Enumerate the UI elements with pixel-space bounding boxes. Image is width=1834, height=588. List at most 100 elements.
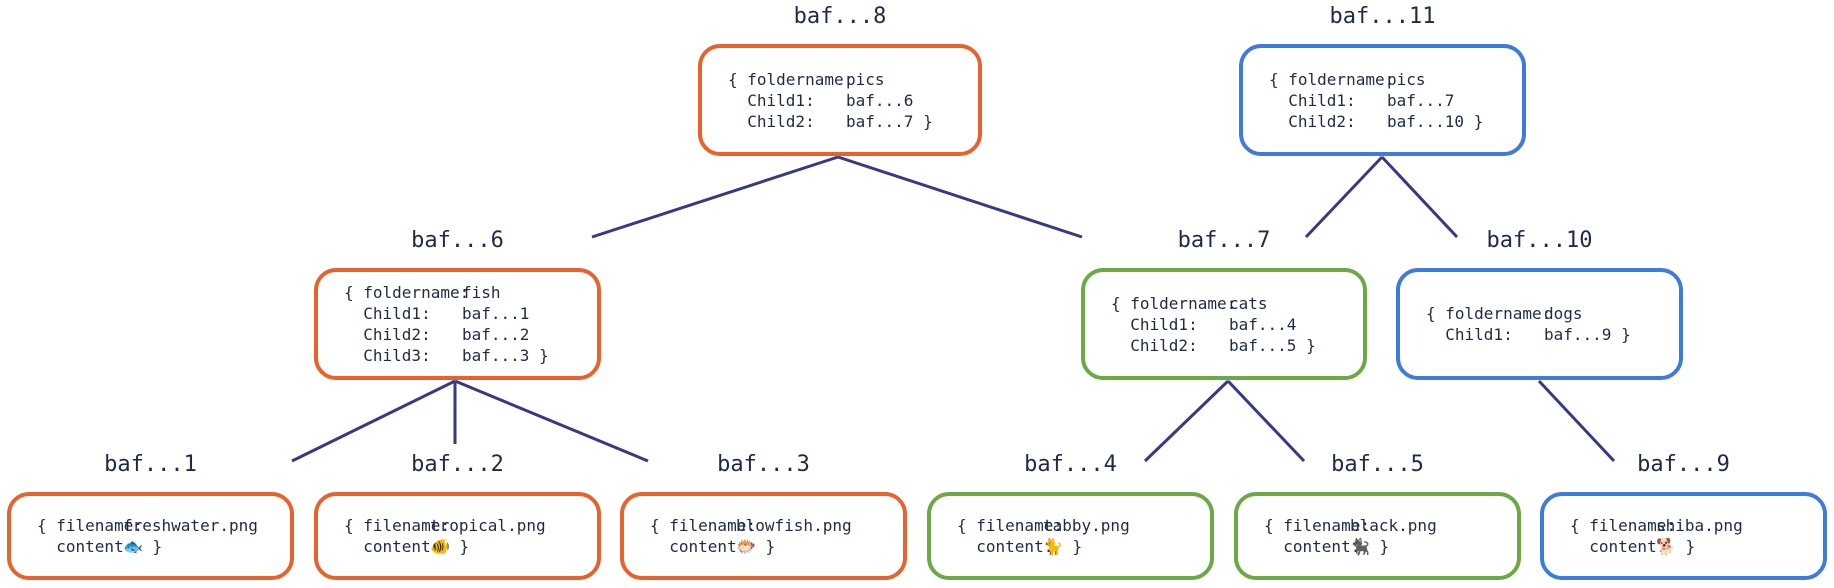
node-box: { foldername:dogs Child1:baf...9 } — [1396, 268, 1683, 380]
node-box: { filename:blowfish.png content:🐡 } — [620, 492, 907, 580]
node-field-row: { foldername:dogs — [1426, 303, 1679, 324]
field-key: { filename: — [1570, 516, 1676, 535]
field-value: baf...4 — [1229, 314, 1297, 334]
node-n1: baf...1 { filename:freshwater.png content… — [7, 452, 294, 580]
node-cid-label: baf...10 — [1486, 228, 1593, 253]
field-key: { filename: — [1264, 516, 1370, 535]
node-field-row: { filename:freshwater.png — [37, 515, 290, 536]
field-key: Child2: — [1269, 111, 1356, 131]
field-key: content: — [1570, 537, 1667, 556]
edge-n8-n6 — [591, 155, 839, 239]
node-box: { filename:freshwater.png content:🐟 } — [7, 492, 294, 580]
field-value: baf...10 } — [1387, 111, 1484, 131]
edge-n8-n7 — [837, 155, 1083, 239]
field-value: fish — [462, 283, 501, 302]
node-n5: baf...5 { filename:black.png content:🐈‍⬛ … — [1234, 452, 1521, 580]
field-value: blowfish.png — [736, 516, 852, 535]
field-key: Child3: — [344, 346, 431, 365]
node-box: { foldername:cats Child1: baf...4 Child2:… — [1081, 268, 1367, 380]
field-key: content: — [344, 537, 441, 556]
node-n6: baf...6{ foldername:fish Child1:baf...1 … — [314, 228, 601, 380]
node-n11: baf...11 { foldername:pics Child1: baf...7… — [1239, 4, 1526, 156]
node-field-row: Child1: baf...6 — [728, 90, 978, 111]
node-box: { foldername:pics Child1:baf...6 Child2:… — [698, 44, 982, 156]
node-field-row: Child2: baf...5 } — [1111, 335, 1363, 356]
node-field-row: { filename:tabby.png — [957, 515, 1210, 536]
field-value: baf...2 — [462, 325, 530, 344]
node-field-row: Child2:baf...2 — [344, 324, 597, 345]
field-key: Child1: — [1426, 325, 1513, 344]
node-box: { filename:tabby.png content:🐈 } — [927, 492, 1214, 580]
field-key: Child2: — [1111, 335, 1198, 355]
field-key: { filename: — [37, 516, 143, 535]
field-value: 🐕 } — [1656, 537, 1696, 556]
node-n9: baf...9{ filename:shiba.png content:🐕 } — [1540, 452, 1827, 580]
field-value: baf...7 — [1387, 90, 1455, 110]
node-field-row: content:🐕 } — [1570, 536, 1823, 557]
node-field-row: Child2: baf...7 } — [728, 111, 978, 132]
field-value: 🐠 } — [430, 537, 470, 556]
field-value: tabby.png — [1043, 516, 1130, 535]
node-field-row: { foldername:fish — [344, 282, 597, 303]
node-cid-label: baf...8 — [793, 4, 887, 29]
node-field-row: content:🐡 } — [650, 536, 903, 557]
edge-n7-n5 — [1226, 379, 1306, 463]
node-box: { filename:tropical.png content:🐠 } — [314, 492, 601, 580]
field-key: Child1: — [344, 304, 431, 323]
node-field-row: content:🐈‍⬛ } — [1264, 536, 1517, 557]
node-cid-label: baf...1 — [104, 452, 197, 477]
field-value: freshwater.png — [123, 516, 258, 535]
edge-n11-n10 — [1380, 155, 1459, 239]
field-key: content: — [957, 537, 1054, 556]
node-field-row: { filename:tropical.png — [344, 515, 597, 536]
node-field-row: { foldername:pics — [1269, 69, 1522, 90]
field-value: 🐈 } — [1043, 537, 1083, 556]
node-cid-label: baf...4 — [1024, 452, 1117, 477]
field-key: Child1: — [728, 90, 815, 110]
node-field-row: content:🐈 } — [957, 536, 1210, 557]
node-field-row: Child1:baf...9 } — [1426, 324, 1679, 345]
edge-n10-n9 — [1537, 379, 1616, 463]
node-box: { filename:black.png content:🐈‍⬛ } — [1234, 492, 1521, 580]
node-n2: baf...2 { filename:tropical.png content:🐠… — [314, 452, 601, 580]
field-value: 🐡 } — [736, 537, 776, 556]
field-key: content: — [650, 537, 747, 556]
node-cid-label: baf...5 — [1331, 452, 1424, 477]
field-key: Child2: — [728, 111, 815, 131]
field-key: content: — [37, 537, 134, 556]
node-cid-label: baf...3 — [717, 452, 810, 477]
node-field-row: Child2: baf...10 } — [1269, 111, 1522, 132]
edge-n6-n1 — [291, 379, 456, 463]
field-key: { foldername: — [728, 69, 854, 89]
node-field-row: { filename:blowfish.png — [650, 515, 903, 536]
field-value: baf...7 } — [846, 111, 933, 131]
field-value: baf...6 — [846, 90, 914, 110]
node-field-row: content:🐠 } — [344, 536, 597, 557]
field-key: Child1: — [1111, 314, 1198, 334]
node-field-row: { filename:black.png — [1264, 515, 1517, 536]
field-value: baf...5 } — [1229, 335, 1316, 355]
node-field-row: content:🐟 } — [37, 536, 290, 557]
node-n3: baf...3 { filename:blowfish.png content:🐡… — [620, 452, 907, 580]
field-key: { filename: — [650, 516, 756, 535]
node-field-row: Child1: baf...4 — [1111, 314, 1363, 335]
node-field-row: Child3:baf...3 } — [344, 345, 597, 366]
node-field-row: { foldername:cats — [1111, 293, 1363, 314]
field-key: { filename: — [344, 516, 450, 535]
field-value: tropical.png — [430, 516, 546, 535]
field-value: baf...1 — [462, 304, 530, 323]
node-cid-label: baf...11 — [1329, 4, 1436, 29]
node-field-row: { filename:shiba.png — [1570, 515, 1823, 536]
node-cid-label: baf...6 — [411, 228, 504, 253]
field-key: Child1: — [1269, 90, 1356, 110]
field-value: 🐟 } — [123, 537, 163, 556]
field-value: cats — [1229, 293, 1268, 313]
node-cid-label: baf...2 — [411, 452, 504, 477]
field-key: { foldername: — [1269, 69, 1395, 89]
field-value: shiba.png — [1656, 516, 1743, 535]
field-value: pics — [1387, 69, 1426, 89]
node-cid-label: baf...7 — [1177, 228, 1271, 253]
node-field-row: Child1: baf...1 — [344, 303, 597, 324]
